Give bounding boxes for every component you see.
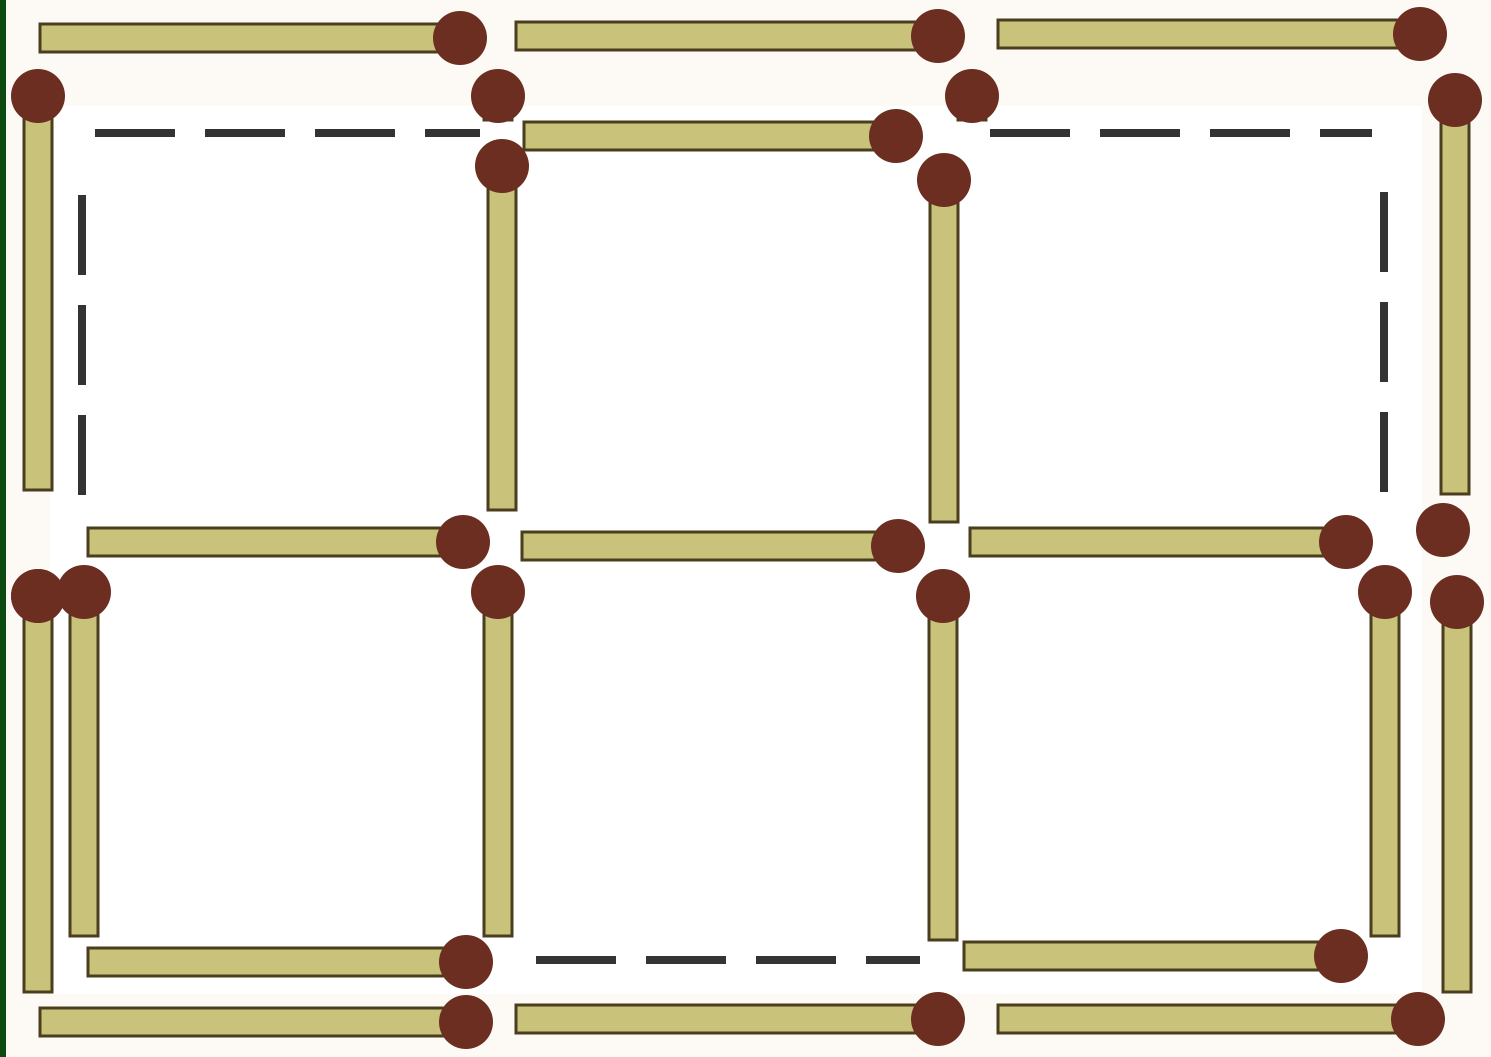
match-head [1314, 929, 1368, 983]
inner-top-match-middle[interactable] [524, 109, 923, 163]
inner-vertical-top-2[interactable] [917, 153, 971, 522]
match-head [1319, 515, 1373, 569]
match-stick [1443, 605, 1471, 992]
match-head [911, 992, 965, 1046]
match-head [436, 515, 490, 569]
match-head [11, 69, 65, 123]
match-head [439, 995, 493, 1049]
outer-left-match-1[interactable] [11, 69, 65, 490]
match-head [1358, 565, 1412, 619]
match-stick [929, 598, 957, 940]
match-head [439, 935, 493, 989]
outer-top-match-3[interactable] [998, 7, 1447, 61]
match-stick [88, 948, 463, 976]
match-head [475, 139, 529, 193]
match-head [11, 569, 65, 623]
outer-left-head[interactable] [11, 569, 65, 623]
match-head [916, 569, 970, 623]
outer-bottom-match-3[interactable] [998, 992, 1445, 1046]
match-head [871, 519, 925, 573]
inner-middle-match-2[interactable] [522, 519, 925, 573]
match-stick [1371, 594, 1399, 936]
match-stick [40, 24, 455, 52]
match-head [1428, 73, 1482, 127]
match-stick [24, 598, 52, 992]
match-stick [516, 22, 935, 50]
match-stick [488, 170, 516, 510]
match-stick [998, 1005, 1415, 1033]
inner-middle-match-1[interactable] [88, 515, 490, 569]
match-stick [484, 596, 512, 936]
inner-vertical-top-1[interactable] [475, 139, 529, 510]
outer-top-head-1[interactable] [471, 69, 525, 123]
match-stick [970, 528, 1343, 556]
inner-bottom-match-right[interactable] [964, 929, 1368, 983]
match-head [869, 109, 923, 163]
match-stick [522, 532, 895, 560]
outer-bottom-match-2[interactable] [516, 992, 965, 1046]
inner-bottom-match-left[interactable] [88, 935, 493, 989]
match-head [1416, 503, 1470, 557]
outer-top-match-2[interactable] [516, 9, 965, 63]
inner-vertical-bottom-right[interactable] [1358, 565, 1412, 936]
match-stick [70, 594, 98, 936]
outer-left-match-2[interactable] [11, 569, 65, 992]
match-head [1391, 992, 1445, 1046]
match-head [471, 69, 525, 123]
outer-top-head-2[interactable] [945, 69, 999, 123]
match-stick [1441, 102, 1469, 494]
outer-right-head[interactable] [1416, 503, 1470, 557]
match-head [471, 565, 525, 619]
match-head [911, 9, 965, 63]
match-head [57, 565, 111, 619]
inner-vertical-bottom-1[interactable] [471, 565, 525, 936]
match-head [1393, 7, 1447, 61]
inner-vertical-bottom-2[interactable] [916, 569, 970, 940]
match-head [945, 69, 999, 123]
match-stick [516, 1005, 935, 1033]
outer-right-match-1[interactable] [1428, 73, 1482, 494]
match-stick [88, 528, 460, 556]
match-head [433, 11, 487, 65]
match-stick [930, 184, 958, 522]
match-stick [998, 20, 1418, 48]
match-head [917, 153, 971, 207]
match-stick [24, 100, 52, 490]
outer-right-match-2[interactable] [1430, 575, 1484, 992]
inner-middle-match-3[interactable] [970, 515, 1373, 569]
match-head [1430, 575, 1484, 629]
outer-bottom-match-1[interactable] [40, 995, 493, 1049]
match-stick [964, 942, 1338, 970]
match-stick [524, 122, 892, 150]
inner-vertical-bottom-left[interactable] [57, 565, 111, 936]
outer-top-match-1[interactable] [40, 11, 487, 65]
match-stick [40, 1008, 462, 1036]
